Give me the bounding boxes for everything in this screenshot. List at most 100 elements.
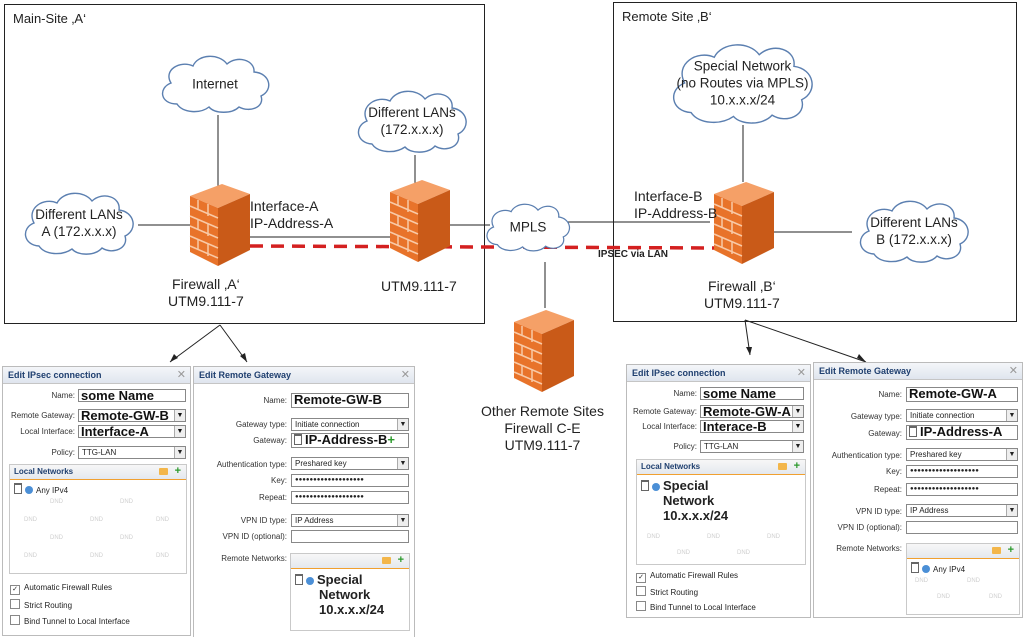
remote-gateway-panel-b: Edit Remote Gateway✕ Name: Remote-GW-A G… [813, 362, 1023, 618]
chevron-down-icon: ▼ [792, 406, 803, 417]
trash-icon[interactable] [14, 483, 22, 494]
close-icon[interactable]: ✕ [796, 367, 806, 379]
automatic-firewall-rules-checkbox[interactable]: ✓Automatic Firewall Rules [10, 583, 112, 595]
panel-title: Edit Remote Gateway [819, 366, 912, 376]
checkbox-label: Automatic Firewall Rules [650, 571, 739, 580]
lans-mid-a-line2: (172.x.x.x) [380, 122, 444, 137]
utm-mid-label: UTM9.111-7 [381, 278, 457, 294]
other-sites-line3: UTM9.111-7 [504, 437, 581, 453]
chevron-down-icon: ▼ [792, 421, 803, 432]
chevron-down-icon: ▼ [792, 441, 803, 452]
repeat-input[interactable]: ●●●●●●●●●●●●●●●●●●● [906, 483, 1018, 496]
folder-icon[interactable] [382, 557, 391, 564]
gateway-type-select[interactable]: Initiate connection▼ [906, 409, 1018, 422]
strict-routing-checkbox[interactable]: Strict Routing [636, 586, 698, 597]
folder-icon[interactable] [159, 468, 168, 475]
checkbox-label: Automatic Firewall Rules [24, 583, 113, 592]
vpn-id-type-label: VPN ID type: [240, 516, 287, 525]
network-item[interactable]: Any IPv4 [911, 562, 965, 574]
bind-tunnel-checkbox[interactable]: Bind Tunnel to Local Interface [10, 615, 130, 626]
remote-gateway-select[interactable]: Remote-GW-B▼ [78, 409, 186, 422]
interface-b-line2: IP-Address-B [634, 205, 718, 221]
name-input[interactable]: Remote-GW-A [906, 387, 1018, 402]
trash-icon[interactable] [909, 426, 917, 437]
vpn-id-input[interactable] [906, 521, 1018, 534]
remote-networks-label: Remote Networks: [221, 554, 287, 563]
policy-select[interactable]: TTG-LAN▼ [700, 440, 804, 453]
add-icon[interactable]: + [387, 433, 395, 447]
vpn-id-input[interactable] [291, 530, 409, 543]
add-icon[interactable]: + [793, 460, 800, 472]
add-icon[interactable]: + [174, 465, 181, 477]
gateway-field[interactable]: IP-Address-B+ [291, 433, 409, 448]
remote-networks-box: + Any IPv4 DND DND DND DND [906, 543, 1020, 615]
remote-gateway-panel-a: Edit Remote Gateway✕ Name: Remote-GW-B G… [193, 366, 415, 637]
policy-select[interactable]: TTG-LAN▼ [78, 446, 186, 459]
firewall-a-label: Firewall ‚A‘UTM9.111-7 [168, 276, 244, 310]
close-icon[interactable]: ✕ [1008, 365, 1018, 377]
name-input[interactable]: some Name [78, 389, 186, 402]
trash-icon[interactable] [641, 480, 649, 491]
automatic-firewall-rules-checkbox[interactable]: ✓Automatic Firewall Rules [636, 571, 738, 583]
checkbox-label: Bind Tunnel to Local Interface [650, 603, 756, 612]
dnd-hint: DND [120, 499, 133, 505]
gateway-field[interactable]: IP-Address-A [906, 425, 1018, 440]
network-item[interactable]: Special Network 10.x.x.x/24 [295, 572, 384, 617]
auth-type-value: Preshared key [910, 450, 962, 459]
repeat-input[interactable]: ●●●●●●●●●●●●●●●●●●● [291, 491, 409, 504]
special-network-cloud: Special Network(no Routes via MPLS)10.x.… [660, 38, 825, 128]
firewall-a-line1: Firewall ‚A‘ [172, 276, 240, 292]
chevron-down-icon: ▼ [174, 426, 185, 437]
trash-icon[interactable] [295, 574, 303, 585]
gateway-type-select[interactable]: Initiate connection▼ [291, 418, 409, 431]
dnd-hint: DND [967, 578, 980, 584]
mpls-cloud: MPLS [482, 192, 574, 262]
ipsec-connection-panel-b: Edit IPsec connection✕ Name: some Name R… [626, 364, 811, 618]
folder-icon[interactable] [992, 547, 1001, 554]
local-interface-label: Local Interface: [20, 427, 75, 436]
vpn-id-type-select[interactable]: IP Address▼ [906, 504, 1018, 517]
trash-icon[interactable] [911, 562, 919, 573]
close-icon[interactable]: ✕ [400, 369, 410, 381]
special-line3: 10.x.x.x/24 [709, 92, 776, 108]
dnd-hint: DND [90, 517, 103, 523]
dnd-hint: DND [767, 534, 780, 540]
strict-routing-checkbox[interactable]: Strict Routing [10, 599, 72, 610]
bind-tunnel-checkbox[interactable]: Bind Tunnel to Local Interface [636, 601, 756, 612]
interface-a-line1: Interface-A [250, 198, 319, 214]
key-input[interactable]: ●●●●●●●●●●●●●●●●●●● [291, 474, 409, 487]
local-interface-select[interactable]: Interface-A ▼ [78, 425, 186, 438]
name-input[interactable]: some Name [700, 387, 804, 400]
firewall-b-line1: Firewall ‚B‘ [708, 278, 776, 294]
network-icon [652, 483, 660, 491]
globe-icon [25, 486, 33, 494]
site-a-box: Main-Site ‚A‘ [4, 4, 485, 324]
remote-gateway-select[interactable]: Remote-GW-A▼ [700, 405, 804, 418]
auth-type-select[interactable]: Preshared key ▼ [906, 448, 1018, 461]
network-line3: 10.x.x.x/24 [319, 602, 385, 617]
key-input[interactable]: ●●●●●●●●●●●●●●●●●●● [906, 465, 1018, 478]
local-interface-value: Interface-A [81, 425, 149, 438]
name-input[interactable]: Remote-GW-B [291, 393, 409, 408]
vpn-id-type-select[interactable]: IP Address▼ [291, 514, 409, 527]
network-item[interactable]: Any IPv4 [14, 483, 68, 495]
trash-icon[interactable] [294, 434, 302, 445]
close-icon[interactable]: ✕ [176, 369, 186, 381]
add-icon[interactable]: + [397, 554, 404, 566]
dnd-hint: DND [707, 534, 720, 540]
vpn-id-type-value: IP Address [295, 516, 334, 525]
folder-icon[interactable] [778, 463, 787, 470]
gateway-type-value: Initiate connection [295, 420, 360, 429]
vpn-id-type-label: VPN ID type: [855, 507, 902, 516]
dnd-hint: DND [120, 535, 133, 541]
chevron-down-icon: ▼ [1006, 449, 1017, 460]
add-icon[interactable]: + [1007, 544, 1014, 556]
network-item[interactable]: Special Network 10.x.x.x/24 [641, 478, 728, 523]
lans-left-a-line2: A (172.x.x.x) [41, 224, 117, 239]
local-interface-select[interactable]: Interace-B▼ [700, 420, 804, 433]
interface-a-line2: IP-Address-A [250, 215, 334, 231]
auth-type-select[interactable]: Preshared key▼ [291, 457, 409, 470]
